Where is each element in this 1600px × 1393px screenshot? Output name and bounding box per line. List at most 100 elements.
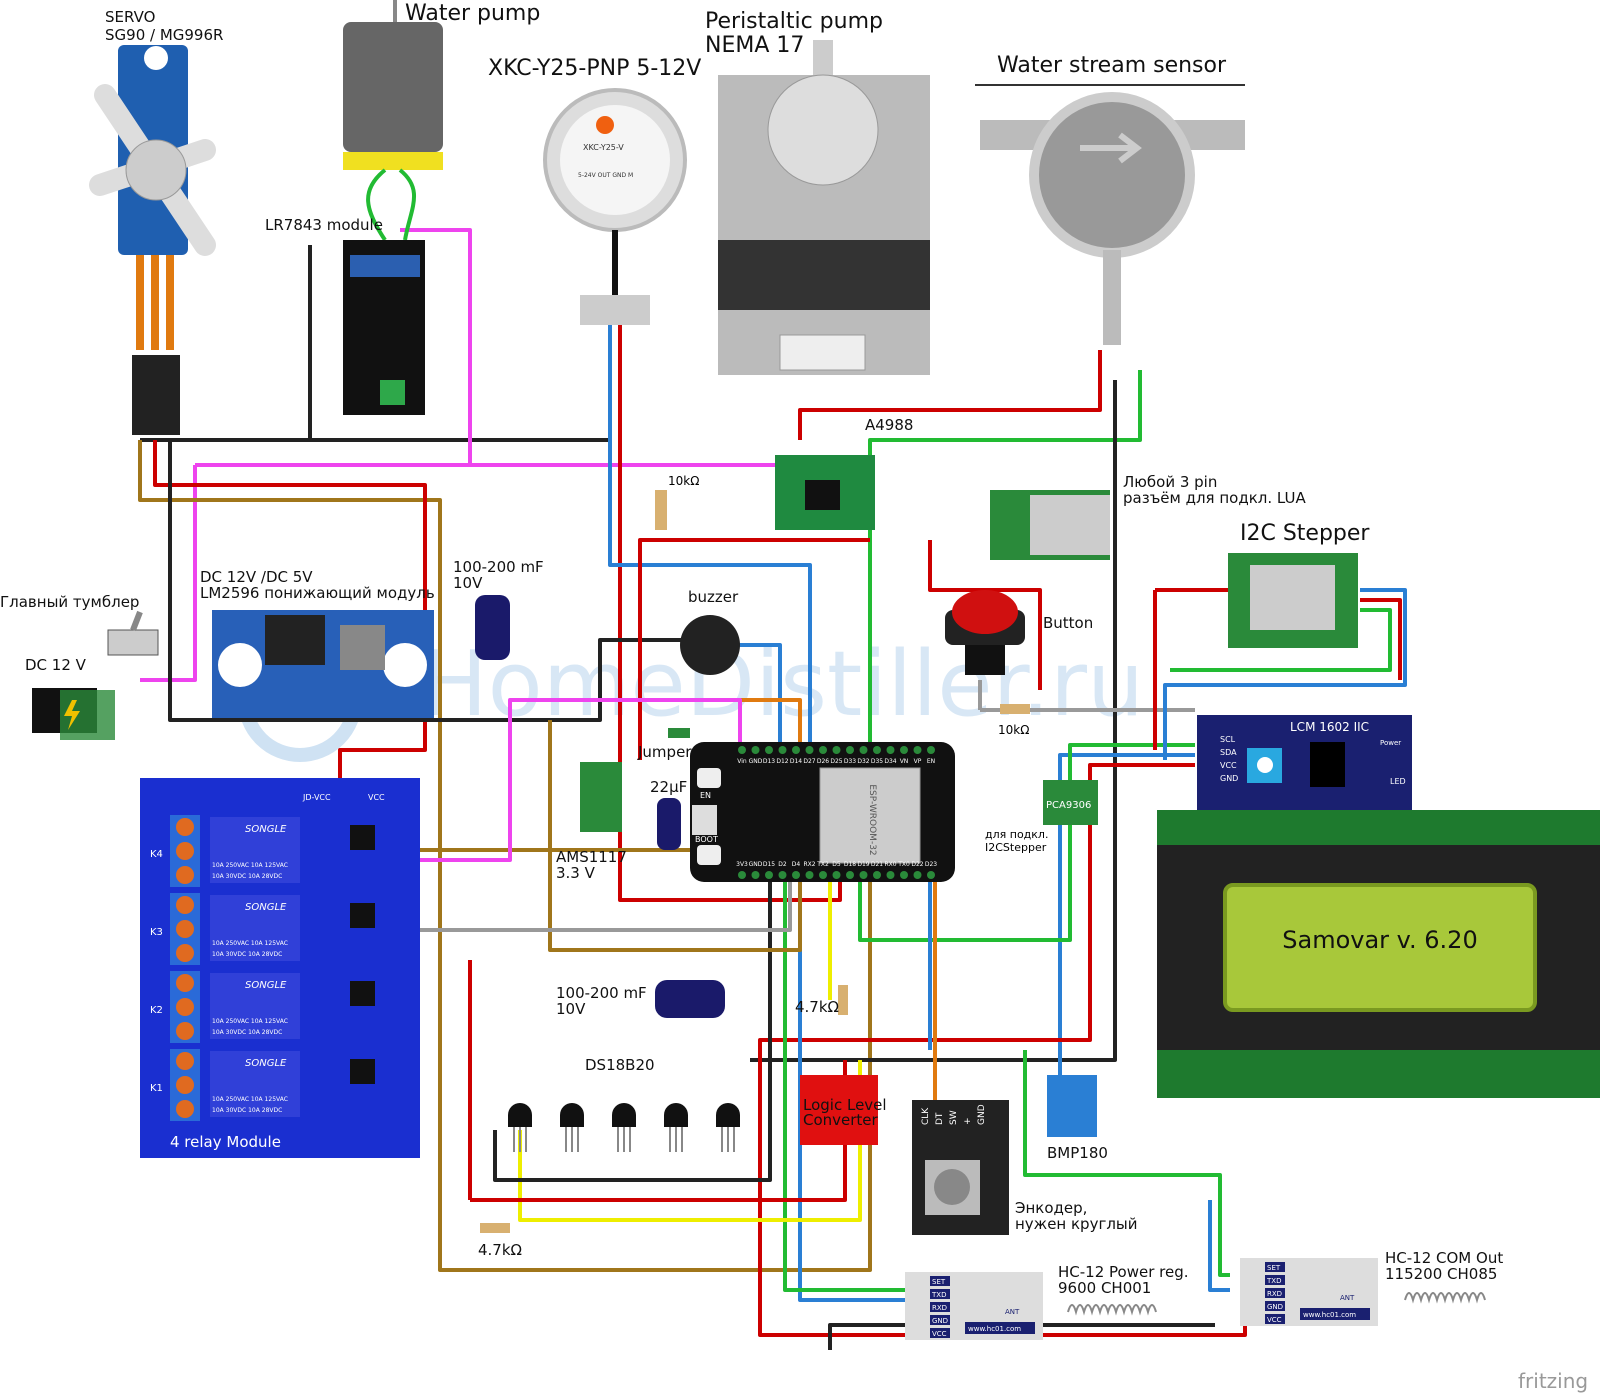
pca9306-label-2: I2CStepper bbox=[985, 841, 1047, 854]
esp32-pin[interactable] bbox=[778, 871, 787, 879]
pump-motor bbox=[343, 22, 443, 152]
resistor-4k7-2-label: 4.7kΩ bbox=[478, 1241, 522, 1259]
esp32-pin[interactable] bbox=[873, 871, 881, 879]
hc12-pin-label: SET bbox=[932, 1278, 946, 1286]
esp32-pin-label: D34 bbox=[884, 758, 896, 765]
power-icon bbox=[64, 700, 80, 730]
screw-icon bbox=[176, 944, 194, 962]
relay-jd-vcc-label: JD-VCC bbox=[302, 793, 331, 802]
buzzer-label: buzzer bbox=[688, 588, 739, 606]
esp32-pin[interactable] bbox=[913, 871, 922, 879]
esp32-pin[interactable] bbox=[819, 871, 827, 879]
esp32-pin[interactable] bbox=[738, 746, 746, 754]
esp32-pin[interactable] bbox=[859, 746, 868, 754]
esp32-pin[interactable] bbox=[900, 746, 908, 754]
esp32-pin-label: 3V3 bbox=[736, 861, 748, 868]
hc12-pin bbox=[930, 1302, 950, 1312]
hc12-site-label: www.hc01.com bbox=[968, 1325, 1021, 1333]
fritzing-logo: fritzing bbox=[1518, 1369, 1588, 1393]
hc12-pin-label: RXD bbox=[932, 1304, 947, 1312]
lcm1602-iic: LCM 1602 IIC SCL SDA VCC GND Power LED bbox=[1197, 715, 1412, 810]
esp32-pin[interactable] bbox=[927, 746, 935, 754]
screw-icon bbox=[176, 1022, 194, 1040]
lr7843-label: LR7843 module bbox=[265, 216, 383, 234]
esp32-pin-label: GND bbox=[749, 758, 763, 765]
capacitor-1: 100-200 mF 10V bbox=[453, 558, 544, 660]
esp32-pin[interactable] bbox=[819, 746, 827, 754]
ds18b20-sensor bbox=[664, 1103, 688, 1127]
esp32-pin[interactable] bbox=[873, 746, 881, 754]
esp32-pin[interactable] bbox=[792, 871, 800, 879]
hc12-pin bbox=[1265, 1301, 1285, 1311]
esp32-pin[interactable] bbox=[832, 871, 841, 879]
screw-icon bbox=[176, 1052, 194, 1070]
relay bbox=[210, 895, 300, 961]
i2c-stepper-connector: I2C Stepper bbox=[1228, 521, 1370, 648]
servo: SERVO SG90 / MG996R bbox=[89, 8, 223, 435]
esp32-pin[interactable] bbox=[846, 746, 854, 754]
lcm-label: LCM 1602 IIC bbox=[1290, 720, 1369, 734]
boot-button[interactable] bbox=[697, 845, 721, 865]
jumper[interactable]: Jumper bbox=[637, 728, 692, 761]
pca9306-label-1: для подкл. bbox=[985, 828, 1048, 841]
encoder-pin-label: DT bbox=[935, 1112, 945, 1125]
esp32-pin[interactable] bbox=[738, 871, 746, 879]
esp32-pin[interactable] bbox=[765, 746, 773, 754]
hc12-pin-label: GND bbox=[1267, 1303, 1283, 1311]
esp32-pin-label: TX0 bbox=[897, 861, 910, 868]
screw-icon bbox=[176, 998, 194, 1016]
usb-port[interactable] bbox=[692, 805, 717, 835]
esp32-pin[interactable] bbox=[751, 871, 760, 879]
capacitor-22uf-label: 22μF bbox=[650, 778, 687, 796]
esp32-pin-label: D32 bbox=[857, 758, 869, 765]
encoder-label-1: Энкодер, bbox=[1015, 1199, 1087, 1217]
hc12-pin-label: TXD bbox=[1266, 1277, 1281, 1285]
relay-label: K2 bbox=[150, 1005, 163, 1016]
esp32-pin[interactable] bbox=[765, 871, 773, 879]
esp32-pin[interactable] bbox=[805, 746, 814, 754]
esp32-pin-label: D18 bbox=[844, 861, 856, 868]
esp32-pin-label: D12 bbox=[776, 758, 788, 765]
esp32-pin-label: D25 bbox=[830, 758, 842, 765]
esp32-pin[interactable] bbox=[805, 871, 814, 879]
esp32-pin[interactable] bbox=[778, 746, 787, 754]
esp32-pin[interactable] bbox=[846, 871, 854, 879]
esp32-pin[interactable] bbox=[792, 746, 800, 754]
esp32-pin[interactable] bbox=[886, 871, 895, 879]
screw-icon bbox=[176, 974, 194, 992]
dc-jack: DC 12 V bbox=[25, 656, 115, 740]
llc-label-1: Logic Level bbox=[803, 1096, 887, 1114]
esp32-pin-label: Vin bbox=[737, 758, 747, 765]
esp32-pin[interactable] bbox=[900, 871, 908, 879]
hc12-pin-label: GND bbox=[932, 1317, 948, 1325]
servo-connector bbox=[132, 355, 180, 435]
encoder-pin-label: CLK bbox=[921, 1107, 931, 1125]
resistor-4k7-2: 4.7kΩ bbox=[478, 1223, 522, 1259]
lr7843-module: LR7843 module bbox=[265, 216, 425, 415]
esp32-pin[interactable] bbox=[913, 746, 922, 754]
esp32-pin[interactable] bbox=[886, 746, 895, 754]
esp32-pin[interactable] bbox=[832, 746, 841, 754]
esp32-pin-label: D23 bbox=[925, 861, 937, 868]
esp32-pin[interactable] bbox=[751, 746, 760, 754]
lcm-pin-vcc: VCC bbox=[1220, 761, 1237, 770]
encoder-pin-label: + bbox=[963, 1117, 973, 1125]
esp32-pin[interactable] bbox=[927, 871, 935, 879]
button[interactable]: Button bbox=[945, 590, 1093, 675]
peristaltic-label: Peristaltic pump bbox=[705, 9, 883, 34]
esp32-pin-label: D15 bbox=[763, 861, 775, 868]
relay-label: K3 bbox=[150, 927, 163, 938]
hc12-ant-label: ANT bbox=[1005, 1308, 1020, 1316]
resistor-10k-2: 10kΩ bbox=[998, 704, 1030, 737]
en-button[interactable] bbox=[697, 768, 721, 788]
esp32-pin[interactable] bbox=[859, 871, 868, 879]
main-switch[interactable]: Главный тумблер bbox=[0, 593, 159, 656]
sensor-leads bbox=[565, 1127, 579, 1152]
hc12-site-label: www.hc01.com bbox=[1303, 1311, 1356, 1319]
a4988-driver: A4988 bbox=[775, 416, 913, 530]
esp32-pin-label: D5 bbox=[832, 861, 841, 868]
level-sensor: XKC-Y25-PNP 5-12V XKC-Y25-V 5-24V OUT GN… bbox=[488, 56, 701, 325]
